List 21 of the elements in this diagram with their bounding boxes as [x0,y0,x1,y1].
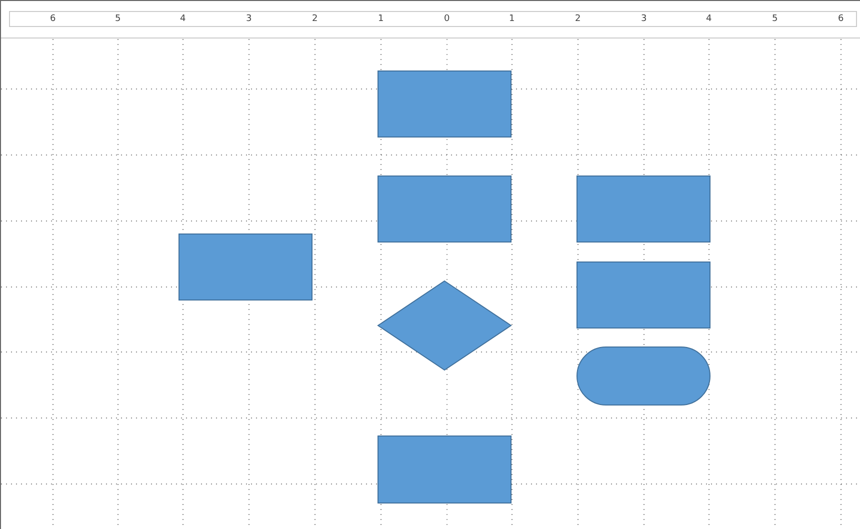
ruler-number: 1 [509,13,515,26]
process-box [378,436,511,503]
ruler-number: 2 [312,13,318,26]
ruler-number: 6 [50,13,56,26]
process-box [577,262,710,328]
ruler-number: 5 [115,13,121,26]
ruler-number: 3 [641,13,647,26]
process-box [378,71,511,137]
ruler-number: 6 [838,13,844,26]
ruler-number: 1 [378,13,384,26]
decision-diamond [378,281,511,370]
ruler-number: 3 [246,13,252,26]
process-box [577,176,710,242]
ruler-number: 0 [444,13,450,26]
process-box [378,176,511,242]
process-box [179,234,312,300]
ruler-number: 2 [575,13,581,26]
ruler-number: 4 [706,13,712,26]
terminator-shape [577,347,710,405]
ruler-number: 5 [772,13,778,26]
ruler-number: 4 [180,13,186,26]
